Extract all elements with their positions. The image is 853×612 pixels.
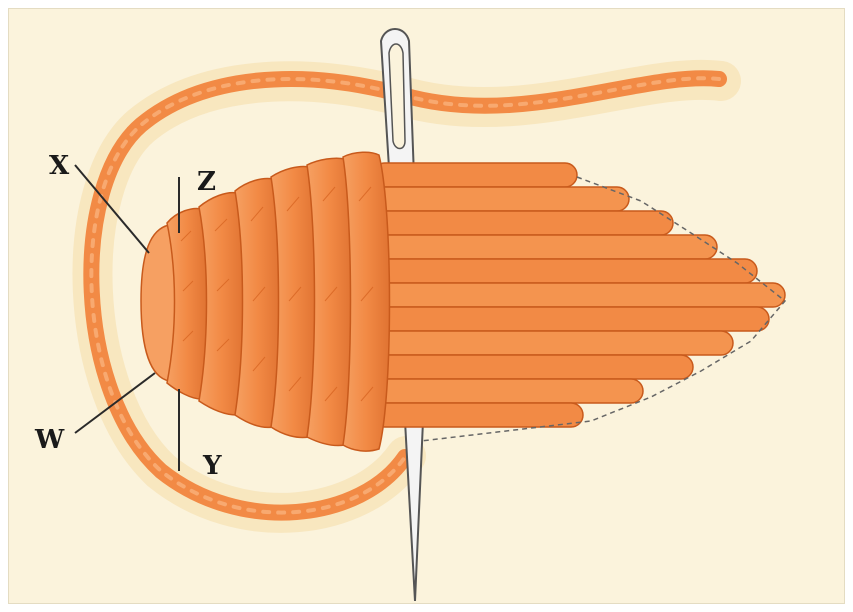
label-z: Z <box>197 169 216 195</box>
label-y: Y <box>203 453 222 479</box>
stitch-illustration <box>8 8 845 604</box>
label-x: X <box>49 153 69 179</box>
padding-strands <box>373 163 785 441</box>
diagram-frame: X Z W Y <box>8 8 845 604</box>
label-w: W <box>35 427 64 453</box>
